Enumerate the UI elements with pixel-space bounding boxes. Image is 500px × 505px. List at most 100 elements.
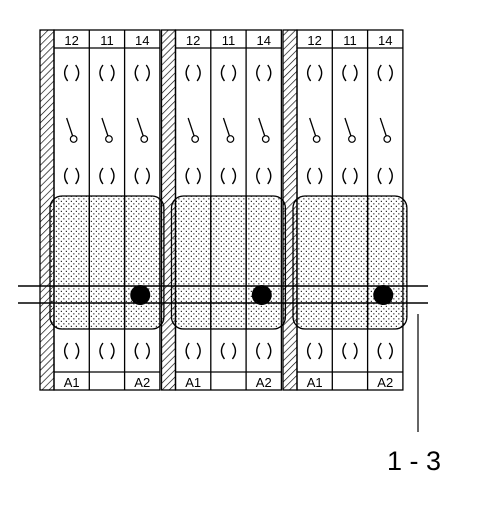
screw-right-arc [318, 167, 323, 185]
screw-left-arc [63, 167, 69, 185]
screw-left-arc [99, 167, 104, 185]
contact-symbol [309, 117, 321, 143]
bottom-screw-terminal [377, 342, 393, 360]
coil-region [292, 195, 408, 330]
bottom-screw-terminal [99, 342, 115, 360]
mid-screw-terminal [256, 167, 272, 185]
screw-right-arc [75, 64, 80, 82]
screw-left-arc [134, 64, 139, 82]
callout: 1 - 3 [387, 314, 441, 476]
screw-right-arc [388, 342, 393, 360]
screw-left-arc [63, 64, 69, 82]
screw-left-arc [220, 342, 226, 360]
bottom-screw-terminal [134, 342, 150, 360]
bottom-screw-terminal [220, 342, 237, 360]
mid-screw-terminal [185, 167, 201, 185]
screw-right-arc [145, 167, 150, 185]
mid-screw-terminal [63, 167, 80, 185]
screw-right-arc [267, 342, 272, 360]
screw-left-arc [134, 167, 139, 185]
screw-left-arc [63, 342, 69, 360]
screw-right-arc [75, 342, 80, 360]
contact-pivot [140, 135, 149, 143]
screw-right-arc [267, 64, 272, 82]
screw-left-arc [256, 342, 261, 360]
screw-left-arc [185, 342, 190, 360]
contact-symbol [66, 117, 78, 143]
coil-region [170, 195, 287, 330]
terminal-number-label: 14 [257, 33, 271, 48]
screw-right-arc [196, 342, 201, 360]
top-screw-terminal [99, 64, 115, 82]
screw-left-arc [377, 342, 382, 360]
screw-right-arc [196, 64, 201, 82]
coil-terminal-label: A1 [185, 375, 201, 390]
top-screw-terminal [185, 64, 201, 82]
bottom-screw-terminal [306, 342, 323, 360]
screw-right-arc [353, 64, 358, 82]
coil-terminal-label: A2 [256, 375, 272, 390]
screw-left-arc [256, 167, 261, 185]
contact-pivot [105, 135, 113, 143]
contact-pivot [348, 135, 356, 143]
bottom-screw-terminal [63, 342, 80, 360]
terminal-number-label: 11 [343, 33, 357, 48]
screw-left-arc [99, 64, 104, 82]
din-rail [18, 285, 428, 304]
contact-blade [309, 117, 317, 137]
contact-blade [101, 117, 109, 137]
terminal-number-label: 12 [186, 33, 200, 48]
screw-left-arc [185, 64, 190, 82]
contact-blade [136, 117, 144, 137]
screw-right-arc [145, 342, 150, 360]
contact-blade [66, 117, 74, 137]
contact-pivot [226, 135, 235, 143]
contact-pivot [191, 135, 200, 143]
screw-right-arc [110, 342, 115, 360]
screw-right-arc [353, 342, 358, 360]
contact-pivot [383, 135, 392, 143]
contact-symbol [187, 117, 200, 143]
contact-symbol [222, 117, 235, 143]
screw-right-arc [353, 167, 358, 185]
contact-symbol [258, 117, 270, 143]
screw-left-arc [306, 167, 312, 185]
callout-label: 1 - 3 [387, 446, 441, 476]
top-screw-terminal [63, 64, 80, 82]
terminal-number-label: 11 [100, 33, 114, 48]
screw-left-arc [342, 64, 347, 82]
screw-right-arc [110, 64, 115, 82]
screw-left-arc [306, 342, 312, 360]
terminal-number-label: 12 [64, 33, 78, 48]
terminal-number-label: 14 [378, 33, 392, 48]
mid-screw-terminal [99, 167, 115, 185]
screw-right-arc [388, 64, 393, 82]
screw-left-arc [99, 342, 104, 360]
terminal-number-label: 11 [222, 33, 236, 48]
top-screw-terminal [342, 64, 358, 82]
screw-left-arc [185, 167, 190, 185]
coil-region [49, 195, 165, 330]
terminal-number-label: 14 [135, 33, 149, 48]
contact-symbol [136, 117, 149, 143]
mid-screw-terminal [377, 167, 393, 185]
contact-blade [344, 117, 352, 137]
screw-right-arc [231, 167, 237, 185]
bottom-screw-terminal [256, 342, 272, 360]
mid-screw-terminal [306, 167, 323, 185]
screw-right-arc [267, 167, 272, 185]
screw-left-arc [377, 167, 382, 185]
screw-right-arc [196, 167, 201, 185]
rail-clip-dot [251, 285, 272, 305]
top-screw-terminal [134, 64, 150, 82]
coil-terminal-label: A1 [307, 375, 323, 390]
screw-right-arc [145, 64, 150, 82]
screw-left-arc [134, 342, 139, 360]
contact-blade [379, 117, 387, 137]
coil-terminal-label: A2 [377, 375, 393, 390]
